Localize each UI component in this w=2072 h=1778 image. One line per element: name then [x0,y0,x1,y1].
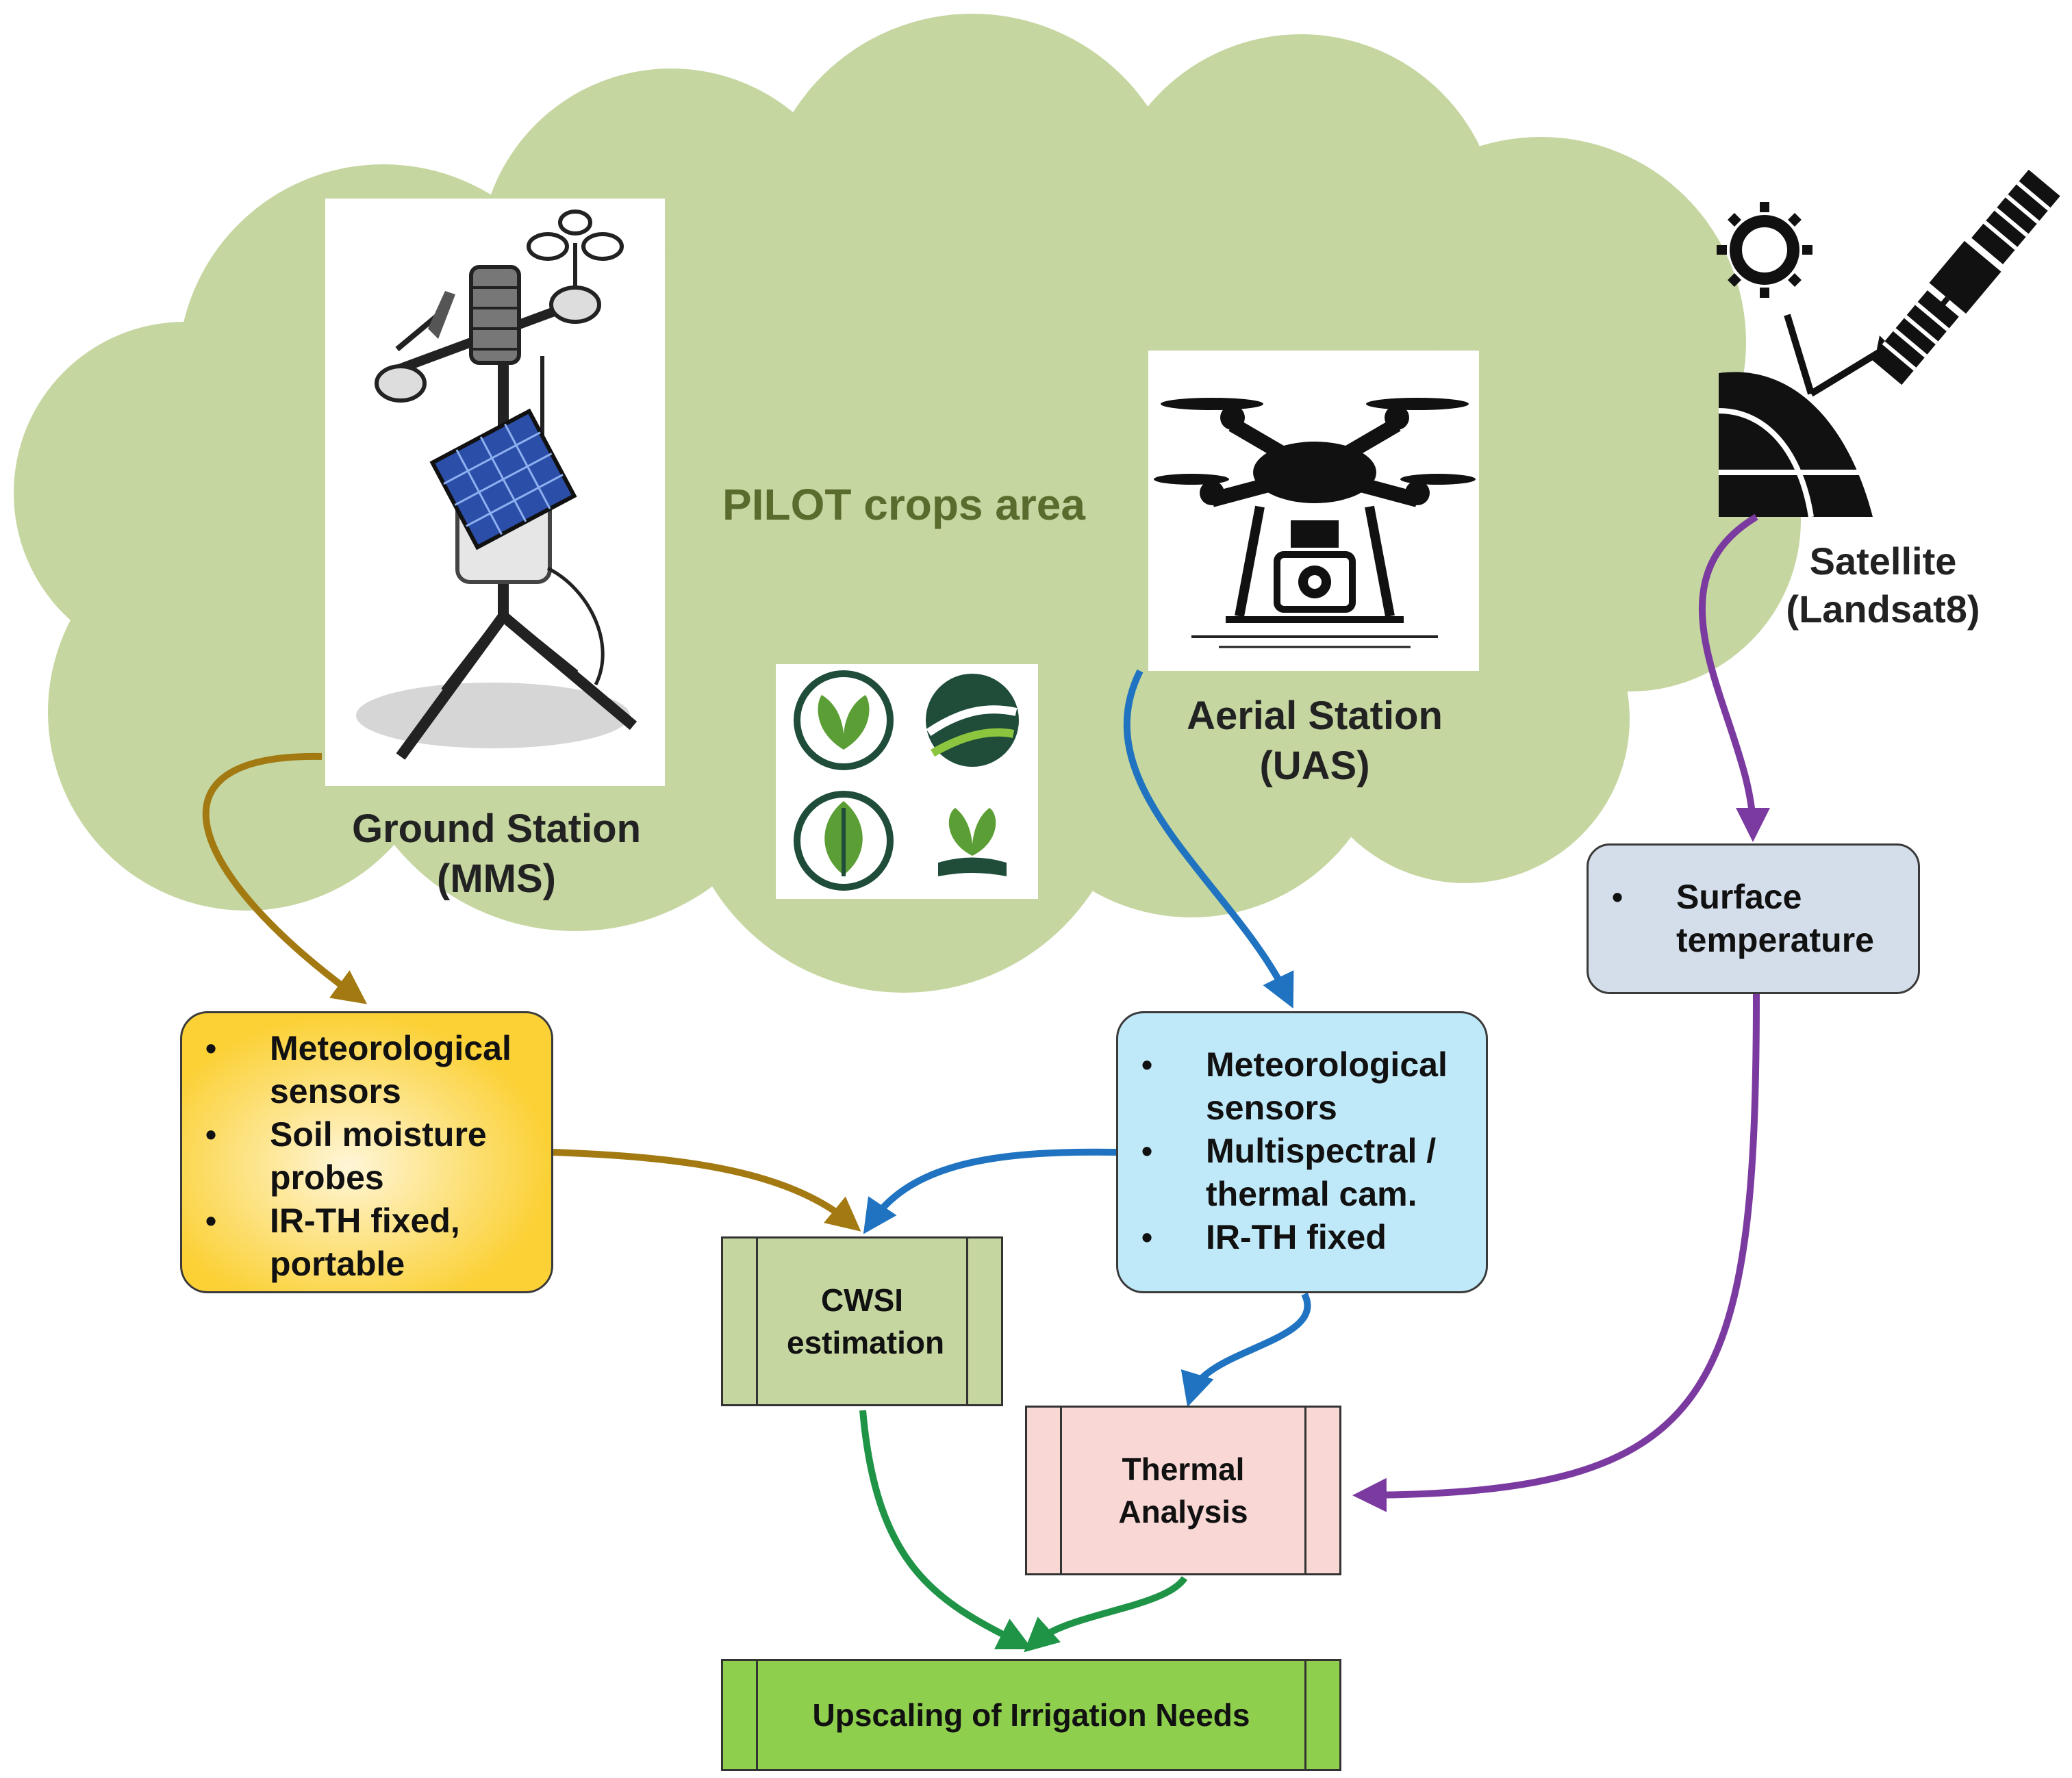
ground-station-subtitle: (MMS) [437,856,556,901]
arrow-ground-to-sensors [202,752,368,1004]
ground-sensors-box: Meteorological sensors Soil moisture pro… [180,1011,553,1293]
ground-station-title: Ground Station [351,807,642,851]
arrow-aerial-sensors-to-thermal [1180,1292,1311,1408]
arrow-satellite-to-surface-temp [1699,513,1770,842]
cwsi-label: CWSI estimation [787,1282,945,1360]
ground-sensor-item: Meteorological sensors [182,1027,551,1113]
process-side-bar [966,1239,968,1404]
arrow-surface-temp-to-thermal [1352,993,1760,1512]
satellite-title: Satellite [1809,539,1957,583]
arrow-aerial-to-sensors [1123,669,1294,1008]
satellite-product-item: Surface temperature [1589,876,1874,962]
aerial-sensors-box: Meteorological sensors Multispectral / t… [1116,1011,1488,1293]
satellite-subtitle: (Landsat8) [1786,587,1980,631]
ground-sensors-list: Meteorological sensors Soil moisture pro… [182,1027,551,1286]
aerial-station-label: Aerial Station (UAS) [1137,691,1493,791]
ground-sensor-item: IR-TH fixed, portable [182,1199,551,1286]
ground-station-label: Ground Station (MMS) [305,804,688,904]
arrow-ground-sensors-to-cwsi [553,1149,861,1232]
crop-logo-icons [776,664,1038,899]
aerial-sensor-item: Multispectral / thermal cam. [1118,1130,1486,1216]
arrow-cwsi-to-upscaling [859,1410,1033,1649]
process-side-bar [1060,1408,1062,1573]
satellite-label: Satellite (Landsat8) [1753,537,2013,633]
process-side-bar [756,1661,758,1769]
satellite-icon [1870,169,2060,385]
upscaling-box: Upscaling of Irrigation Needs [721,1659,1341,1771]
aerial-sensor-item: Meteorological sensors [1118,1043,1486,1130]
earth-icon [1718,314,1892,518]
cwsi-estimation-box: CWSI estimation [721,1236,1003,1406]
thermal-label: Thermal Analysis [1118,1451,1248,1529]
thermal-analysis-box: Thermal Analysis [1025,1406,1341,1575]
pilot-area-label: PILOT crops area [722,480,1085,529]
weather-station-icon [325,199,665,786]
aerial-sensors-list: Meteorological sensors Multispectral / t… [1118,1043,1486,1259]
ground-sensor-item: Soil moisture probes [182,1113,551,1199]
sun-icon [1717,202,1812,298]
process-side-bar [1304,1408,1306,1573]
arrow-thermal-to-upscaling [1024,1575,1188,1653]
aerial-station-title: Aerial Station [1187,694,1443,738]
aerial-sensor-item: IR-TH fixed [1118,1216,1486,1259]
process-side-bar [1304,1661,1306,1769]
upscaling-label: Upscaling of Irrigation Needs [812,1697,1250,1733]
arrow-aerial-sensors-to-cwsi [863,1148,1118,1234]
satellite-products-list: Surface temperature [1589,876,1918,962]
satellite-products-box: Surface temperature [1587,843,1920,994]
aerial-station-subtitle: (UAS) [1259,743,1370,788]
process-side-bar [756,1239,758,1404]
drone-icon [1148,351,1479,671]
